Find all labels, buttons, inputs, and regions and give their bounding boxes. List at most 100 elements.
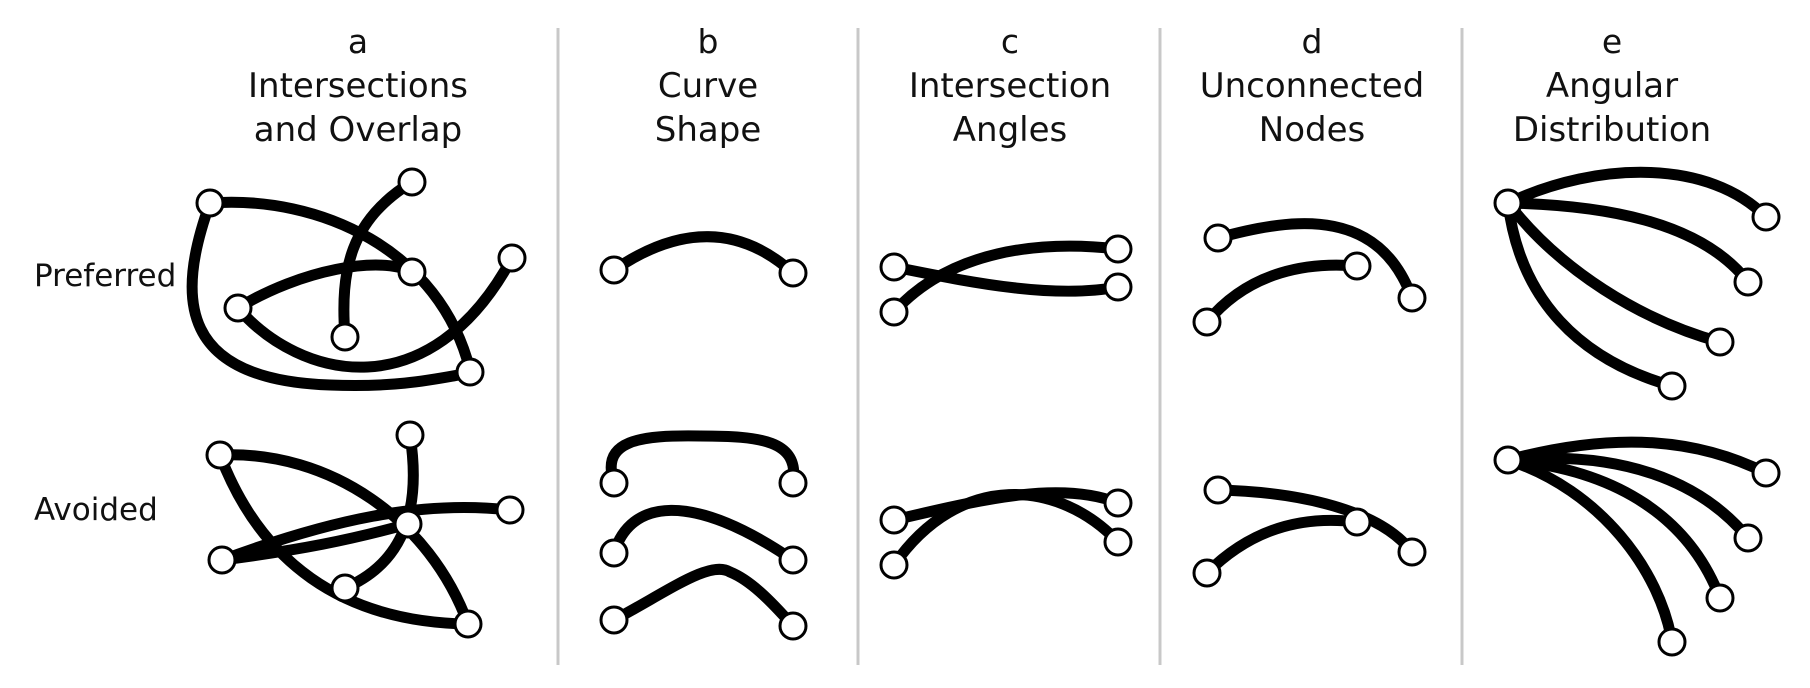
node: [1103, 527, 1133, 557]
column-title-line1: Intersection: [908, 66, 1112, 106]
node: [1397, 537, 1427, 567]
node: [1657, 627, 1687, 657]
edge: [214, 449, 474, 630]
column-letter: c: [1000, 22, 1020, 61]
edge: [1502, 454, 1726, 604]
edge: [888, 261, 1124, 297]
node: [330, 573, 360, 603]
column-title-line2: Shape: [654, 110, 762, 150]
node: [495, 495, 525, 525]
node: [599, 538, 629, 568]
node: [205, 440, 235, 470]
node: [1103, 272, 1133, 302]
node: [879, 297, 909, 327]
node: [1493, 188, 1523, 218]
edge: [214, 449, 474, 630]
edge: [1502, 197, 1726, 348]
edge: [216, 518, 414, 566]
edge: [608, 563, 799, 632]
node: [599, 605, 629, 635]
node: [599, 468, 629, 498]
node: [879, 550, 909, 580]
column-header-b: b Curve Shape: [558, 20, 858, 152]
node: [1103, 234, 1133, 264]
column-title-line1: Intersections: [248, 66, 468, 106]
edge: [888, 489, 1124, 571]
column-title-line2: Nodes: [1258, 110, 1366, 150]
node: [1657, 371, 1687, 401]
edge: [888, 240, 1124, 318]
column-letter: b: [697, 22, 719, 61]
column-title-line2: Distribution: [1512, 110, 1712, 150]
node: [1705, 583, 1735, 613]
column-title-line2: Angles: [952, 110, 1068, 150]
node: [599, 255, 629, 285]
column-letter: a: [347, 22, 369, 61]
node: [1103, 488, 1133, 518]
edge: [186, 197, 476, 391]
node: [1342, 251, 1372, 281]
edge: [605, 430, 800, 489]
node: [207, 545, 237, 575]
node: [397, 167, 427, 197]
edges: [186, 166, 1772, 648]
edge: [1502, 454, 1678, 648]
edge: [216, 501, 516, 566]
node: [1751, 458, 1781, 488]
node: [778, 611, 808, 641]
node: [223, 293, 253, 323]
row-label-preferred: Preferred: [34, 258, 177, 294]
column-title-line1: Angular: [1545, 66, 1679, 106]
node: [195, 188, 225, 218]
column-header-c: c Intersection Angles: [860, 20, 1160, 152]
node: [330, 322, 360, 352]
node: [455, 357, 485, 387]
node: [1733, 267, 1763, 297]
edge: [1502, 436, 1772, 479]
nodes: [195, 167, 1781, 657]
node: [1397, 283, 1427, 313]
edge: [1212, 484, 1418, 558]
edge: [1502, 197, 1678, 392]
edge: [1502, 166, 1772, 223]
node: [393, 509, 423, 539]
node: [397, 257, 427, 287]
node: [1493, 445, 1523, 475]
node: [879, 252, 909, 282]
node: [778, 545, 808, 575]
node: [879, 505, 909, 535]
edge: [338, 176, 418, 343]
edge: [232, 252, 518, 373]
column-title-line1: Unconnected: [1199, 66, 1425, 106]
node: [1203, 223, 1233, 253]
edge: [1201, 514, 1363, 579]
column-title-line1: Curve: [657, 66, 759, 106]
row-label-avoided: Avoided: [34, 492, 158, 528]
column-header-e: e Angular Distribution: [1462, 20, 1762, 152]
edge: [1212, 218, 1418, 304]
node: [453, 609, 483, 639]
edge: [608, 504, 799, 566]
column-letter: d: [1301, 22, 1323, 61]
edge: [1502, 197, 1754, 288]
column-title-line2: and Overlap: [253, 110, 463, 150]
node: [395, 420, 425, 450]
node: [1203, 475, 1233, 505]
edge: [232, 259, 418, 314]
node: [1192, 558, 1222, 588]
column-header-a: a Intersections and Overlap: [208, 20, 508, 152]
node: [1192, 307, 1222, 337]
node: [1733, 523, 1763, 553]
node: [1705, 327, 1735, 357]
edge: [608, 231, 799, 279]
column-header-d: d Unconnected Nodes: [1162, 20, 1462, 152]
node: [778, 258, 808, 288]
edge: [1201, 259, 1363, 328]
column-letter: e: [1601, 22, 1623, 61]
node: [497, 243, 527, 273]
edge: [1502, 452, 1754, 544]
node: [778, 468, 808, 498]
node: [1751, 202, 1781, 232]
